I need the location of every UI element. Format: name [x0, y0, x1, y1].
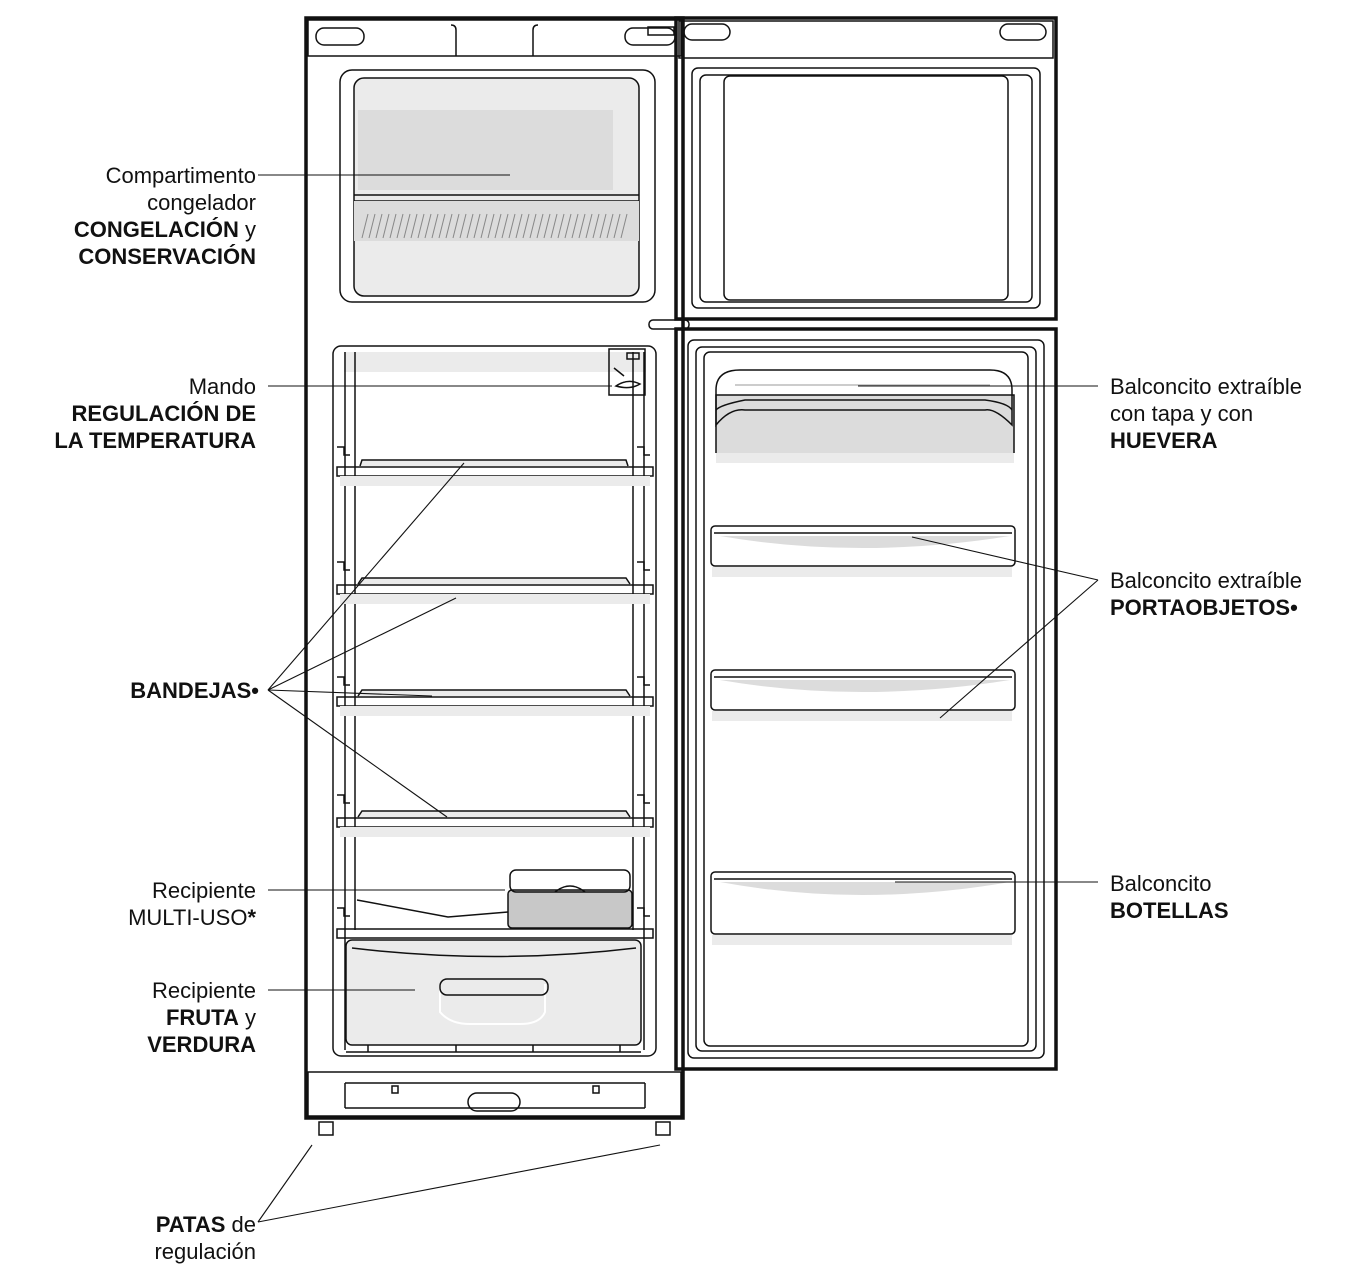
label-control-line3: LA TEMPERATURA — [54, 428, 256, 453]
label-egg-line1: Balconcito extraíble — [1110, 374, 1302, 399]
label-egg-line2: con tapa y con — [1110, 401, 1254, 426]
label-multi-line2: MULTI-USO — [128, 905, 248, 930]
label-freezer-line4-bold: CONSERVACIÓN — [78, 244, 256, 269]
label-egg-balcony: Balconcito extraíble con tapa y con HUEV… — [1110, 373, 1302, 454]
label-control-line1: Mando — [188, 374, 256, 399]
label-portaobjetos: Balconcito extraíble PORTAOBJETOS• — [1110, 567, 1302, 621]
label-egg-line3: HUEVERA — [1110, 428, 1218, 453]
freezer-grille — [361, 213, 628, 239]
cabinet-body — [304, 16, 685, 1120]
egg-balcony — [715, 369, 1015, 463]
label-feet-line1-bold: PATAS — [155, 1212, 226, 1237]
bottom-grill — [307, 1071, 682, 1117]
glass-shelves — [336, 459, 654, 939]
label-portaobjetos-line2: PORTAOBJETOS• — [1110, 595, 1298, 620]
label-shelves: BANDEJAS• — [130, 677, 259, 704]
label-multi-line1: Recipiente — [152, 878, 256, 903]
label-feet-line2: regulación — [154, 1239, 256, 1264]
middle-hinge — [648, 319, 690, 330]
label-crisper-line3-bold: VERDURA — [147, 1032, 256, 1057]
freezer-compartment — [339, 69, 656, 303]
label-multi-use: Recipiente MULTI-USO* — [128, 877, 256, 931]
door-balcony-2 — [710, 669, 1016, 721]
shelf-2 — [336, 577, 654, 604]
label-freezer-line2: congelador — [147, 190, 256, 215]
label-multi-line2-bold: * — [247, 905, 256, 930]
label-freezer-line3-bold: CONGELACIÓN — [73, 217, 239, 242]
label-portaobjetos-line1: Balconcito extraíble — [1110, 568, 1302, 593]
label-crisper-line1: Recipiente — [152, 978, 256, 1003]
label-freezer-line1: Compartimento — [105, 163, 256, 188]
shelf-4 — [336, 810, 654, 837]
label-freezer-line3-rest: y — [238, 217, 256, 242]
leader-lines — [257, 174, 1099, 1223]
label-feet-line1-rest: de — [225, 1212, 256, 1237]
bottle-balcony — [710, 871, 1016, 945]
label-shelves-line1: BANDEJAS• — [130, 678, 259, 703]
shelf-1 — [336, 459, 654, 486]
label-crisper-line2-bold: FRUTA — [165, 1005, 239, 1030]
crisper-drawer — [345, 939, 642, 1053]
label-adjustable-feet: PATAS de regulación — [154, 1211, 256, 1265]
label-crisper-line2-rest: y — [238, 1005, 256, 1030]
label-control-line2: REGULACIÓN DE — [71, 401, 256, 426]
label-crisper: Recipiente FRUTA y VERDURA — [147, 977, 256, 1058]
label-temperature-control: Mando REGULACIÓN DE LA TEMPERATURA — [54, 373, 256, 454]
adjustable-feet — [318, 1121, 671, 1136]
fridge-compartment — [332, 345, 657, 1057]
multi-use-container — [356, 869, 633, 929]
shelf-5 — [336, 928, 654, 939]
fridge-door — [674, 327, 1058, 1071]
thermostat-control — [608, 348, 646, 396]
door-balcony-1 — [710, 525, 1016, 577]
label-bottles-line1: Balconcito — [1110, 871, 1212, 896]
label-freezer-compartment: Compartimento congelador CONGELACIÓN y C… — [74, 162, 256, 270]
label-bottles-line2: BOTELLAS — [1110, 898, 1229, 923]
label-bottle-balcony: Balconcito BOTELLAS — [1110, 870, 1229, 924]
freezer-door — [674, 16, 1058, 321]
